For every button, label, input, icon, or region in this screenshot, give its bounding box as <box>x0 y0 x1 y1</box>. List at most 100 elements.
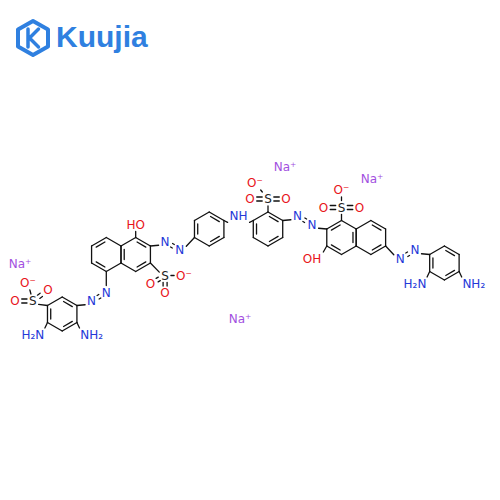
nitrogen-label: H₂N <box>21 329 44 341</box>
single-bond <box>171 275 174 276</box>
logo-k-mark <box>28 29 39 47</box>
double-bond <box>40 296 43 298</box>
single-bond <box>250 221 254 223</box>
ring-bond <box>356 229 357 246</box>
ring-bond <box>47 306 48 323</box>
oxygen-label: OH <box>303 253 321 265</box>
ring-bond <box>268 238 283 247</box>
ring-double-bond <box>64 321 73 326</box>
ring-bond <box>253 238 268 247</box>
double-bond <box>274 200 279 201</box>
single-bond <box>267 206 268 212</box>
single-bond <box>224 221 228 223</box>
single-bond <box>459 272 462 278</box>
single-bond <box>427 272 430 278</box>
nitrogen-label: H₂N <box>404 278 427 290</box>
ring-bond <box>327 246 342 255</box>
ring-double-bond <box>197 224 198 234</box>
double-bond <box>330 205 335 206</box>
double-bond <box>347 205 352 206</box>
single-bond <box>341 197 342 201</box>
single-bond <box>261 190 263 192</box>
single-bond <box>39 304 48 305</box>
nitrogen-label: N <box>102 287 111 299</box>
ring-bond <box>121 238 136 247</box>
ring-bond <box>92 238 107 247</box>
nitrogen-label: NH₂ <box>462 278 485 290</box>
ring-bond <box>106 238 121 247</box>
double-bond <box>156 277 158 278</box>
double-bond <box>305 217 307 219</box>
sulfur-label: S <box>338 202 346 214</box>
ring-bond <box>356 221 371 230</box>
ring-double-bond <box>331 245 340 250</box>
ring-bond <box>136 238 151 247</box>
ring-double-bond <box>269 217 278 222</box>
double-bond <box>162 283 163 287</box>
ring-bond <box>371 221 386 230</box>
ring-double-bond <box>446 251 455 256</box>
nitrogen-label: N <box>411 244 420 256</box>
single-bond <box>150 263 159 272</box>
ring-bond <box>194 221 195 238</box>
double-bond <box>99 297 101 299</box>
ring-double-bond <box>64 302 73 307</box>
double-bond <box>171 246 173 248</box>
single-bond <box>386 246 394 255</box>
single-bond <box>77 323 80 329</box>
oxygen-label: O <box>10 295 19 307</box>
ring-bond <box>194 238 209 247</box>
ring-double-bond <box>96 262 105 267</box>
ring-bond <box>92 263 107 272</box>
double-bond <box>408 255 410 257</box>
ring-bond <box>327 221 342 230</box>
ring-bond <box>120 246 121 263</box>
ring-bond <box>223 221 224 238</box>
ring-bond <box>356 229 357 246</box>
ring-bond <box>150 246 151 263</box>
nitrogen-label: NH <box>230 210 248 222</box>
oxygen-label: O <box>160 287 169 299</box>
single-bond <box>150 245 158 247</box>
ring-bond <box>106 263 121 272</box>
oxygen-label: O <box>355 202 364 214</box>
single-bond <box>106 272 107 286</box>
single-bond <box>186 238 194 247</box>
oxygen-label: O⁻ <box>334 184 350 196</box>
oxygen-label: O <box>245 193 254 205</box>
ring-bond <box>209 238 224 247</box>
counter-ion: Na⁺ <box>274 161 297 173</box>
sulfur-label: S <box>29 295 37 307</box>
double-bond <box>330 209 335 210</box>
counter-ion: Na⁺ <box>361 173 384 185</box>
ring-double-bond <box>372 225 381 230</box>
nitrogen-label: N <box>87 295 96 307</box>
double-bond <box>166 283 167 287</box>
double-bond <box>274 196 279 197</box>
double-bond <box>22 298 27 299</box>
ring-bond <box>62 323 77 332</box>
nitrogen-label: N <box>161 236 170 248</box>
ring-bond <box>194 212 209 221</box>
ring-double-bond <box>352 232 353 242</box>
ring-bond <box>76 306 77 323</box>
ring-bond <box>342 246 357 255</box>
ring-bond <box>120 246 121 263</box>
double-bond <box>22 302 27 303</box>
ring-double-bond <box>137 242 146 247</box>
ring-bond <box>47 323 62 332</box>
ring-bond <box>356 246 371 255</box>
double-bond <box>257 196 262 197</box>
double-bond <box>406 251 408 253</box>
double-bond <box>37 293 40 295</box>
ring-bond <box>430 246 445 255</box>
counter-ion: Na⁺ <box>9 258 32 270</box>
oxygen-label: O <box>43 284 52 296</box>
ring-double-bond <box>269 236 278 241</box>
logo-text: Kuujia <box>56 22 148 52</box>
oxygen-label: O⁻ <box>176 270 192 282</box>
single-bond <box>135 232 136 238</box>
nitrogen-label: N <box>293 210 302 222</box>
